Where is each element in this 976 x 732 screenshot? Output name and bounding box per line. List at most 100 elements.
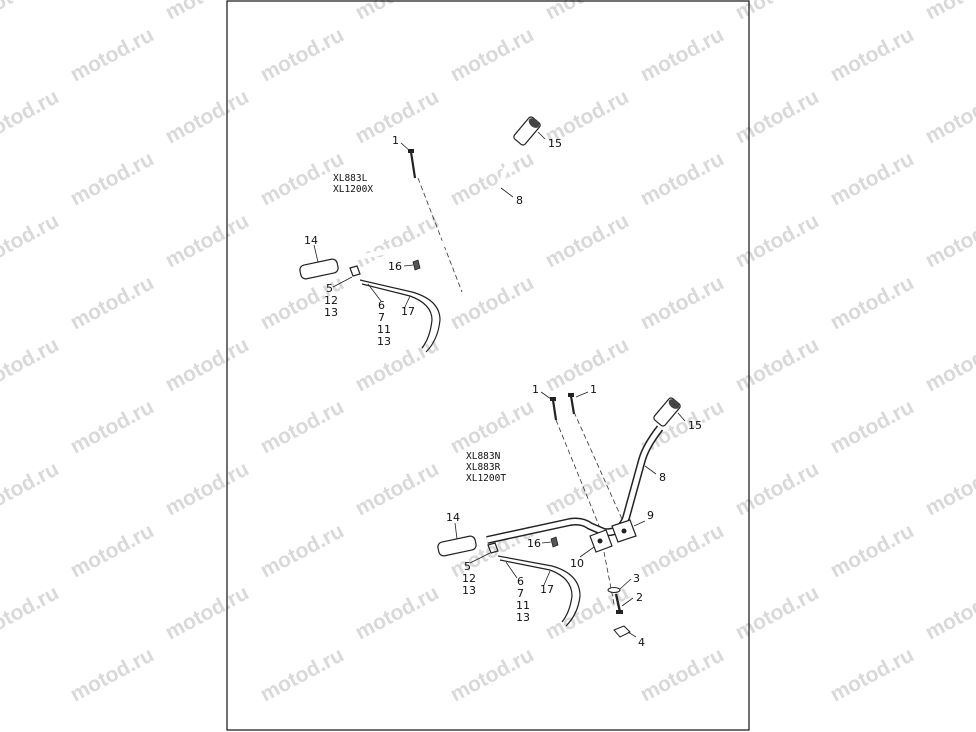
watermark-text: motod.ru xyxy=(67,395,158,458)
lower-model-3: XL1200T xyxy=(466,473,506,484)
lower-centerline-left xyxy=(555,419,601,529)
lower-bolt-right-part xyxy=(568,393,576,415)
upper-callout-13a: 13 xyxy=(324,306,338,319)
upper-centerline xyxy=(417,177,463,293)
diagram-frame xyxy=(226,0,750,731)
watermark-text: motod.ru xyxy=(922,581,976,644)
watermark-text: motod.ru xyxy=(162,0,253,24)
watermark-text: motod.ru xyxy=(922,85,976,148)
upper-model-2: XL1200X xyxy=(333,184,373,195)
upper-callout-5: 5 xyxy=(326,282,333,295)
upper-leader-8 xyxy=(500,187,514,198)
upper-callout-7: 7 xyxy=(378,311,385,324)
watermark-text: motod.ru xyxy=(732,209,823,272)
lower-leader-8 xyxy=(644,465,657,475)
watermark-text: motod.ru xyxy=(352,457,443,520)
upper-right-grip-part xyxy=(513,116,541,146)
upper-callout-14: 14 xyxy=(304,234,318,247)
lower-callout-15: 15 xyxy=(688,419,702,432)
lower-centerline-right xyxy=(573,411,627,529)
upper-leader-1 xyxy=(400,142,411,152)
lower-bolt-left-part xyxy=(550,397,558,421)
lower-callout-6: 6 xyxy=(517,575,524,588)
upper-callout-8: 8 xyxy=(516,194,523,207)
upper-callout-17: 17 xyxy=(401,305,415,318)
lower-callout-1b: 1 xyxy=(590,383,597,396)
watermark-text: motod.ru xyxy=(162,333,253,396)
lower-model-2: XL883R xyxy=(466,462,501,473)
lower-leader-9 xyxy=(633,520,646,527)
watermark-text: motod.ru xyxy=(637,643,728,706)
lower-leader-14 xyxy=(454,522,458,540)
watermark-text: motod.ru xyxy=(637,23,728,86)
lower-riser-nut-part xyxy=(613,625,631,638)
watermark-text: motod.ru xyxy=(67,271,158,334)
lower-callout-11: 11 xyxy=(516,599,530,612)
upper-leader-16 xyxy=(403,264,414,267)
lower-callout-14: 14 xyxy=(446,511,460,524)
upper-leader-15 xyxy=(537,131,546,140)
upper-callout-13b: 13 xyxy=(377,335,391,348)
lower-leader-2 xyxy=(621,597,634,607)
watermark-text: motod.ru xyxy=(67,643,158,706)
watermark-text: motod.ru xyxy=(447,23,538,86)
watermark-text: motod.ru xyxy=(827,23,918,86)
lower-leader-4 xyxy=(627,631,637,638)
upper-handlebar-part xyxy=(345,143,522,263)
lower-leader-3 xyxy=(619,578,632,590)
watermark-text: motod.ru xyxy=(257,395,348,458)
lower-centerline-riser xyxy=(603,551,615,605)
upper-leader-5 xyxy=(332,276,353,288)
lower-right-grip-part xyxy=(653,397,681,427)
upper-assembly: XL883L XL1200X xyxy=(299,116,562,353)
watermark-text: motod.ru xyxy=(637,147,728,210)
watermark-text: motod.ru xyxy=(732,457,823,520)
watermark-text: motod.ru xyxy=(0,0,63,24)
lower-riser-clamp-part xyxy=(589,519,637,553)
watermark-text: motod.ru xyxy=(352,0,443,24)
upper-leader-6 xyxy=(367,283,382,302)
lower-callout-9: 9 xyxy=(647,509,654,522)
lower-leader-16 xyxy=(541,541,552,544)
upper-left-grip-part xyxy=(299,258,339,280)
watermark-text: motod.ru xyxy=(542,333,633,396)
lower-leader-15 xyxy=(677,412,686,422)
watermark-text: motod.ru xyxy=(542,457,633,520)
watermark-text: motod.ru xyxy=(732,333,823,396)
watermark-text: motod.ru xyxy=(827,519,918,582)
lower-callout-8: 8 xyxy=(659,471,666,484)
watermark-text: motod.ru xyxy=(827,147,918,210)
watermark-text: motod.ru xyxy=(0,333,63,396)
lower-model-1: XL883N xyxy=(466,451,501,462)
lower-leader-1b xyxy=(575,391,589,398)
watermark-text: motod.ru xyxy=(352,333,443,396)
upper-clip-part xyxy=(412,259,421,271)
upper-callout-16: 16 xyxy=(388,260,402,273)
watermark-text: motod.ru xyxy=(447,395,538,458)
watermark-text: motod.ru xyxy=(827,643,918,706)
upper-wire-harness-part xyxy=(349,265,441,353)
lower-callout-17: 17 xyxy=(540,583,554,596)
watermark-text: motod.ru xyxy=(922,209,976,272)
lower-callout-10: 10 xyxy=(570,557,584,570)
watermark-text: motod.ru xyxy=(542,209,633,272)
watermark-text: motod.ru xyxy=(0,581,63,644)
watermark-text: motod.ru xyxy=(0,457,63,520)
watermark-text: motod.ru xyxy=(637,519,728,582)
lower-left-grip-part xyxy=(437,535,477,557)
lower-callout-3: 3 xyxy=(633,572,640,585)
upper-model-1: XL883L xyxy=(333,173,368,184)
watermark-text: motod.ru xyxy=(67,519,158,582)
lower-leader-5 xyxy=(469,552,491,564)
watermark-text: motod.ru xyxy=(162,85,253,148)
upper-leader-14 xyxy=(313,244,319,263)
watermark-text: motod.ru xyxy=(827,395,918,458)
watermark-text: motod.ru xyxy=(922,0,976,24)
upper-callout-15: 15 xyxy=(548,137,562,150)
upper-callout-6: 6 xyxy=(378,299,385,312)
lower-callout-7: 7 xyxy=(517,587,524,600)
upper-bolt-part xyxy=(408,149,417,179)
lower-assembly: XL883N XL883R XL1200T xyxy=(437,383,702,649)
upper-callout-12: 12 xyxy=(324,294,338,307)
lower-callout-2: 2 xyxy=(636,591,643,604)
